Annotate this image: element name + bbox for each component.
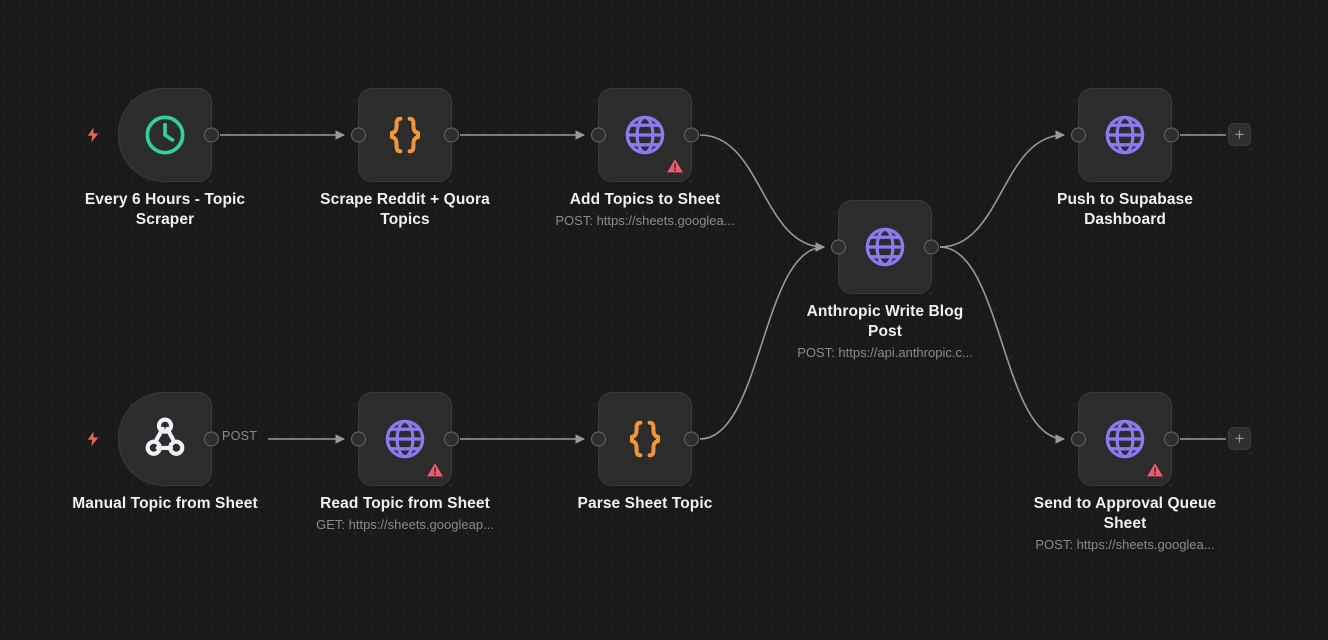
- node-labels: Parse Sheet Topic: [520, 494, 770, 514]
- node-title: Scrape Reddit + Quora Topics: [320, 191, 490, 228]
- node-labels: Manual Topic from Sheet: [40, 494, 290, 514]
- node-labels: Anthropic Write Blog Post POST: https://…: [760, 302, 1010, 362]
- output-port[interactable]: [1164, 127, 1179, 143]
- globe-icon: [385, 419, 425, 459]
- node-title: Parse Sheet Topic: [577, 495, 713, 512]
- node-title: Read Topic from Sheet: [320, 495, 490, 512]
- edge-anthropic-to-approval: [939, 246, 1065, 444]
- webhook-icon: [145, 417, 185, 456]
- input-port[interactable]: [831, 239, 846, 255]
- node-subtitle: GET: https://sheets.googleap...: [316, 517, 494, 532]
- globe-icon: [865, 227, 905, 267]
- node-subtitle: POST: https://api.anthropic.c...: [797, 345, 973, 360]
- edge-addtopics-to-anthropic: [699, 134, 825, 252]
- edge-anthropic-to-supabase: [939, 130, 1065, 248]
- add-node-after-supabase-button[interactable]: +: [1228, 123, 1251, 146]
- node-body[interactable]: [591, 88, 699, 182]
- node-title: Anthropic Write Blog Post: [806, 303, 964, 340]
- output-port[interactable]: [204, 127, 219, 143]
- edge-parse-to-anthropic: [699, 242, 825, 440]
- node-body[interactable]: [351, 88, 459, 182]
- node-add-topics-to-sheet[interactable]: Add Topics to Sheet POST: https://sheets…: [555, 88, 735, 228]
- node-labels: Push to Supabase Dashboard: [1000, 190, 1250, 230]
- node-send-to-approval-queue-sheet[interactable]: Send to Approval Queue Sheet POST: https…: [1034, 392, 1216, 552]
- output-port[interactable]: [444, 431, 459, 447]
- output-port[interactable]: [204, 431, 219, 447]
- node-every-6-hours-topic-scraper[interactable]: Every 6 Hours - Topic Scraper: [85, 88, 245, 228]
- globe-icon: [1105, 419, 1145, 459]
- node-title: Every 6 Hours - Topic Scraper: [84, 191, 246, 228]
- input-port[interactable]: [591, 431, 606, 447]
- output-port[interactable]: [684, 127, 699, 143]
- input-port[interactable]: [591, 127, 606, 143]
- globe-icon: [1105, 115, 1145, 155]
- node-labels: Add Topics to Sheet POST: https://sheets…: [520, 190, 770, 230]
- node-labels: Every 6 Hours - Topic Scraper: [40, 190, 290, 230]
- input-port[interactable]: [1071, 431, 1086, 447]
- node-parse-sheet-topic[interactable]: Parse Sheet Topic: [578, 392, 712, 512]
- node-body[interactable]: [118, 88, 219, 182]
- output-port[interactable]: [924, 239, 939, 255]
- node-manual-topic-from-sheet[interactable]: Manual Topic from Sheet: [72, 392, 258, 512]
- node-scrape-reddit-quora-topics[interactable]: Scrape Reddit + Quora Topics: [320, 88, 490, 228]
- node-body[interactable]: [118, 392, 219, 486]
- input-port[interactable]: [351, 431, 366, 447]
- edge-label-post: POST: [222, 429, 258, 443]
- node-read-topic-from-sheet[interactable]: Read Topic from Sheet GET: https://sheet…: [316, 392, 494, 532]
- node-labels: Send to Approval Queue Sheet POST: https…: [1000, 494, 1250, 554]
- input-port[interactable]: [351, 127, 366, 143]
- input-port[interactable]: [1071, 127, 1086, 143]
- node-labels: Read Topic from Sheet GET: https://sheet…: [280, 494, 530, 534]
- node-title: Send to Approval Queue Sheet: [1033, 495, 1217, 532]
- node-subtitle: POST: https://sheets.googlea...: [555, 213, 735, 228]
- code-braces-icon: [389, 116, 421, 154]
- clock-icon: [145, 115, 185, 155]
- node-title: Push to Supabase Dashboard: [1057, 191, 1193, 228]
- node-body[interactable]: [1071, 88, 1179, 182]
- trigger-bolt-icon: [87, 431, 99, 447]
- node-body[interactable]: [1071, 392, 1179, 486]
- node-body[interactable]: [351, 392, 459, 486]
- add-node-after-approval-button[interactable]: +: [1228, 427, 1251, 450]
- warning-icon[interactable]: [426, 461, 444, 479]
- node-title: Manual Topic from Sheet: [72, 495, 258, 512]
- warning-icon[interactable]: [666, 157, 684, 175]
- trigger-bolt-icon: [87, 127, 99, 143]
- code-braces-icon: [629, 420, 661, 458]
- node-labels: Scrape Reddit + Quora Topics: [280, 190, 530, 230]
- node-body[interactable]: [831, 200, 939, 294]
- node-title: Add Topics to Sheet: [569, 191, 721, 208]
- output-port[interactable]: [684, 431, 699, 447]
- node-push-to-supabase-dashboard[interactable]: Push to Supabase Dashboard: [1057, 88, 1193, 228]
- output-port[interactable]: [444, 127, 459, 143]
- globe-icon: [625, 115, 665, 155]
- warning-icon[interactable]: [1146, 461, 1164, 479]
- node-subtitle: POST: https://sheets.googlea...: [1035, 537, 1215, 552]
- node-body[interactable]: [591, 392, 699, 486]
- output-port[interactable]: [1164, 431, 1179, 447]
- node-anthropic-write-blog-post[interactable]: Anthropic Write Blog Post POST: https://…: [797, 200, 973, 360]
